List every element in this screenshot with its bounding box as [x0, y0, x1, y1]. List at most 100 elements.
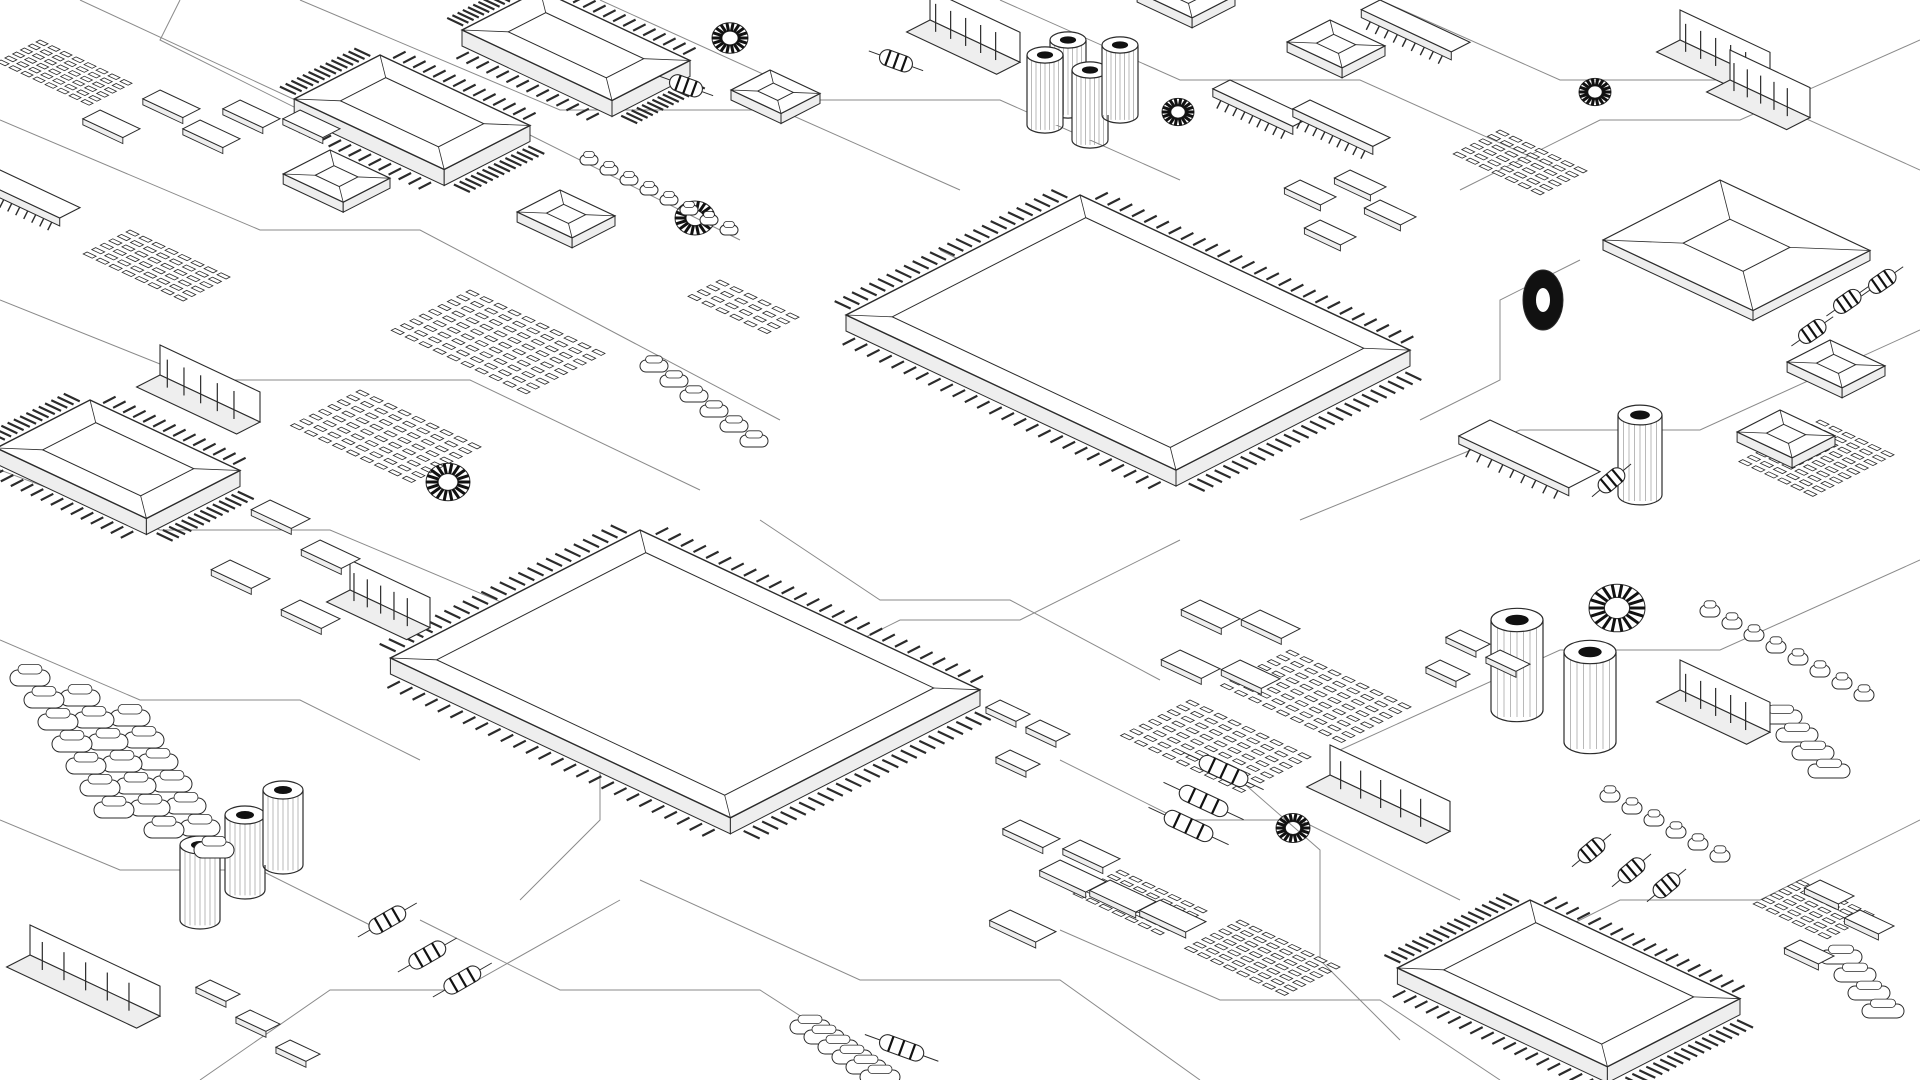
coil-winding	[1162, 105, 1172, 112]
smd-capsule	[1787, 648, 1809, 666]
smd-pad	[743, 320, 758, 328]
smd-pad	[1789, 483, 1805, 491]
capsule-top	[705, 400, 723, 409]
resistor-band	[884, 50, 892, 66]
coil-winding	[1288, 813, 1294, 822]
chip-lead	[1123, 469, 1137, 478]
smd-pad	[511, 375, 527, 383]
chip-lead	[348, 148, 362, 157]
chip-lead	[1673, 1051, 1691, 1061]
chip-lead	[465, 56, 480, 65]
resistor-band	[422, 947, 433, 963]
block-top	[181, 119, 242, 149]
chip-lead	[1290, 283, 1304, 293]
smd-pad	[369, 423, 384, 431]
coil-winding	[451, 488, 461, 500]
cpu-chip-upper	[834, 189, 1422, 493]
smd-pad	[1171, 720, 1186, 728]
chip-lead	[462, 8, 480, 19]
chip-lead	[981, 224, 999, 235]
smd-pad	[1499, 140, 1515, 148]
chip-lead	[793, 592, 808, 601]
coil-winding	[1164, 114, 1174, 122]
block-top	[1180, 599, 1242, 629]
soic-lead	[39, 218, 45, 227]
chip-lead	[545, 557, 563, 568]
smd-pad	[1799, 915, 1815, 923]
coil-winding	[1283, 814, 1291, 824]
smd-pad	[1383, 695, 1398, 703]
smd-pad	[437, 303, 452, 312]
crystal	[23, 686, 65, 709]
capacitor-base	[1490, 709, 1544, 723]
smd-pad	[112, 248, 128, 256]
coil-winding	[1585, 96, 1593, 105]
coil-winding	[426, 483, 440, 490]
chip-lead	[970, 674, 984, 684]
soic-top	[0, 169, 82, 219]
smd-pad	[1830, 912, 1845, 920]
chip-lead	[868, 282, 886, 292]
soic-lead	[1280, 130, 1286, 139]
capsule-top	[811, 1024, 837, 1034]
resistor	[1611, 853, 1652, 888]
chip-lead	[30, 488, 44, 497]
resistor-band	[448, 977, 459, 993]
smd-pad	[181, 289, 197, 298]
chip-lead	[866, 348, 881, 358]
chip-lead	[1344, 402, 1362, 413]
smd-pad	[448, 451, 464, 459]
smd-pad	[549, 329, 564, 337]
resistor	[357, 902, 418, 938]
chip-lead	[856, 621, 871, 630]
capacitor-base	[262, 864, 304, 875]
smd-pad	[203, 266, 218, 274]
coil-winding	[1173, 117, 1179, 126]
smd-pad	[95, 257, 111, 265]
smd-pad	[87, 95, 102, 102]
smd-pad	[71, 56, 85, 64]
smd-pad	[1200, 937, 1216, 945]
smd-pad	[1817, 906, 1832, 914]
smd-pad	[1530, 162, 1545, 170]
coil-winding	[1590, 97, 1596, 106]
resistor-band	[900, 55, 908, 72]
capsule-top	[101, 796, 127, 807]
smd-pad	[1812, 921, 1828, 929]
crystal	[137, 748, 179, 771]
block-top	[1843, 909, 1896, 935]
block-top	[994, 749, 1042, 772]
smd-pad	[173, 294, 189, 302]
smd-pad	[1817, 932, 1833, 940]
smd-pad	[359, 428, 375, 436]
coil-inner	[1603, 596, 1631, 620]
chip-lead	[402, 55, 417, 64]
chip-lead	[1418, 936, 1436, 946]
chip-lead	[1731, 984, 1746, 993]
smd-pad	[1880, 450, 1895, 458]
chip-lead	[162, 528, 180, 539]
smd-pad	[502, 325, 518, 333]
smd-pad	[1331, 680, 1347, 688]
smd-pad	[1521, 141, 1536, 149]
chip-lead	[610, 524, 628, 534]
smd-pad	[1269, 739, 1284, 747]
chip-lead	[472, 88, 487, 97]
smd-pad	[1264, 755, 1280, 763]
soic-lead	[1465, 448, 1471, 458]
smd-pad	[427, 336, 443, 344]
chip-lead	[0, 436, 6, 441]
chip-lead	[807, 796, 825, 807]
smd-pad	[1132, 886, 1148, 894]
crystal	[109, 704, 151, 727]
chip-lead	[1587, 916, 1602, 926]
smd-pad	[1283, 745, 1298, 753]
smd-pad	[345, 421, 361, 430]
chip-lead	[424, 698, 439, 707]
chip-lead	[730, 562, 745, 571]
coil-winding	[1292, 813, 1298, 822]
capsule-top	[1647, 809, 1661, 818]
smd-pad	[483, 335, 499, 343]
header-base	[325, 589, 432, 641]
chip-lead	[554, 552, 572, 563]
